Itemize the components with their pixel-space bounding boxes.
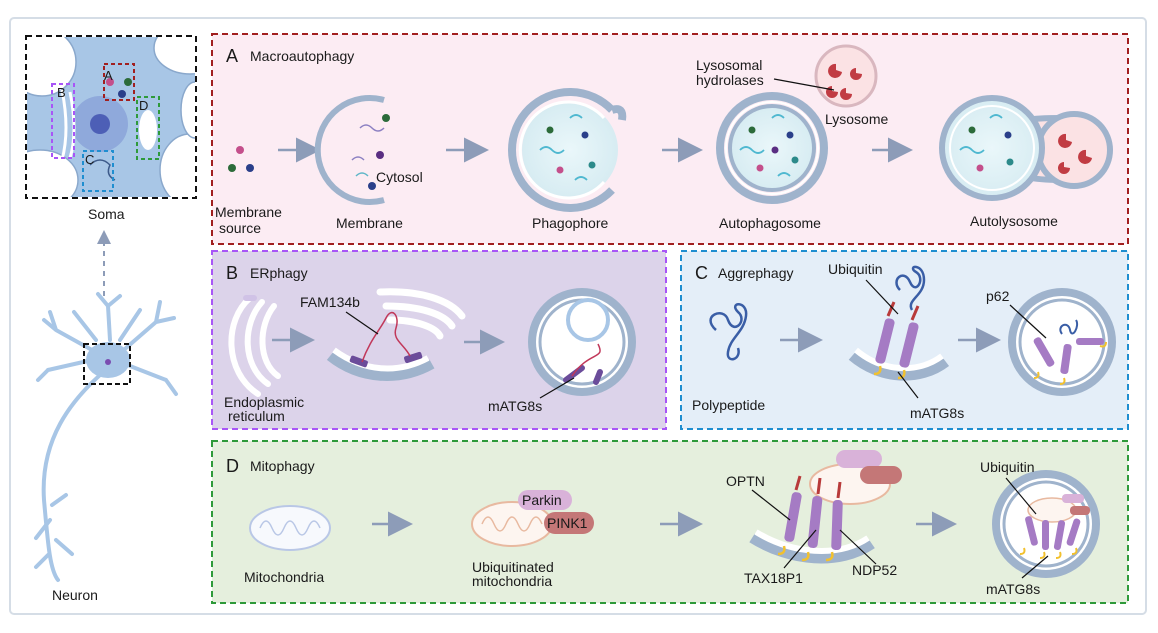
box-d: [136, 96, 160, 160]
membrane-source-label-2: source: [219, 220, 261, 236]
pink1-label: PINK1: [547, 515, 588, 531]
er-label-2: reticulum: [228, 408, 285, 424]
mito-receptors-icon: [749, 450, 902, 564]
p62-autophagosome-icon: [1008, 288, 1116, 396]
neuron-icon: [34, 292, 178, 582]
phagophore-icon: [508, 88, 627, 212]
c-matg8s-pointer: [897, 371, 919, 399]
d-ubiquitin-pointer: [1005, 477, 1037, 515]
er-autophagosome-icon: [528, 288, 636, 396]
p62-pointer: [1009, 304, 1047, 339]
b-matg8s-label: mATG8s: [488, 398, 542, 414]
polypeptide-label: Polypeptide: [692, 397, 765, 413]
tax1bp1-pointer: [783, 529, 817, 569]
parkin-label: Parkin: [522, 492, 562, 508]
d-matg8s-pointer: [1021, 555, 1049, 579]
c-ubiquitin-label: Ubiquitin: [828, 261, 882, 277]
fam134b-pointer: [345, 311, 379, 335]
soma-inset: B A D C: [25, 35, 197, 199]
ndp52-pointer: [839, 529, 877, 565]
lysosome-label: Lysosome: [825, 111, 889, 127]
panel-b: B ERphagy Endoplasmic reticulum FAM134b: [211, 250, 667, 430]
er-label-1: Endoplasmic: [224, 394, 304, 410]
soma-arrow-head: [97, 230, 111, 244]
box-c: [82, 150, 114, 192]
box-b-label: B: [57, 85, 66, 100]
panel-c-letter: C: [695, 263, 708, 283]
panel-a-letter: A: [226, 46, 238, 66]
er-icon: [228, 295, 281, 397]
panel-c: C Aggrephagy Polypeptide Ubiquitin mATG8…: [680, 250, 1129, 430]
neuron-soma-box: [83, 343, 131, 385]
soma-label: Soma: [88, 206, 125, 222]
box-b: [51, 83, 75, 159]
panel-b-title: ERphagy: [250, 265, 308, 281]
box-a-label: A: [104, 68, 113, 83]
er-fragment-icon: [326, 288, 466, 381]
pink1-shape: [544, 512, 594, 534]
lysosomal-hydrolases-label-1: Lysosomal: [696, 57, 762, 73]
ubiquitinated-mitochondria-icon: [471, 490, 594, 547]
d-matg8s-label: mATG8s: [986, 581, 1040, 597]
box-d-label: D: [139, 98, 148, 113]
membrane-label: Membrane: [336, 215, 403, 231]
membrane-arc-icon: [314, 95, 390, 205]
box-c-label: C: [85, 152, 94, 167]
panel-c-title: Aggrephagy: [718, 265, 794, 281]
tax1bp1-label: TAX18P1: [744, 570, 803, 586]
panel-d-frame: [211, 440, 1129, 604]
cytosol-label: Cytosol: [376, 169, 423, 185]
lysosomal-pointer: [773, 78, 835, 91]
optn-label: OPTN: [726, 473, 765, 489]
lysosome-icon: [814, 44, 878, 108]
box-a: [103, 63, 135, 101]
fam134b-label: FAM134b: [300, 294, 360, 310]
phagophore-label: Phagophore: [532, 215, 609, 231]
c-matg8s-label: mATG8s: [910, 405, 964, 421]
panel-d-letter: D: [226, 456, 239, 476]
ubiq-mito-label-1: Ubiquitinated: [472, 559, 554, 575]
mitochondria-label: Mitochondria: [244, 569, 324, 585]
polypeptide-icon: [709, 303, 748, 361]
outer-frame: [9, 17, 1147, 615]
mitochondria-icon: [249, 505, 331, 551]
panel-b-letter: B: [226, 263, 238, 283]
autophagosome-icon: [716, 92, 828, 204]
p62-label: p62: [986, 288, 1010, 304]
autophagosome-label: Autophagosome: [719, 215, 821, 231]
mitophagosome-icon: [992, 470, 1100, 578]
optn-pointer: [751, 489, 791, 521]
d-ubiquitin-label: Ubiquitin: [980, 459, 1034, 475]
lysosomal-hydrolases-label-2: hydrolases: [696, 72, 764, 88]
autolysosome-icon: [939, 95, 1113, 201]
neuron-label: Neuron: [52, 587, 98, 603]
membrane-source-label-1: Membrane: [215, 204, 282, 220]
panel-a: A Macroautophagy Membrane source Cytosol…: [211, 33, 1129, 245]
ubiq-mito-label-2: mitochondria: [472, 573, 552, 589]
panel-d: D Mitophagy Mitochondria Parkin PINK1 Ub…: [211, 440, 1129, 604]
panel-a-title: Macroautophagy: [250, 48, 354, 64]
membrane-source-dots: [228, 146, 254, 172]
ndp52-label: NDP52: [852, 562, 897, 578]
parkin-shape: [518, 490, 572, 510]
ubiquitinated-cargo-icon: [848, 265, 950, 381]
b-matg8s-pointer: [539, 377, 575, 399]
c-ubiquitin-pointer: [865, 279, 899, 315]
autolysosome-label: Autolysosome: [970, 213, 1058, 229]
panel-d-title: Mitophagy: [250, 458, 315, 474]
